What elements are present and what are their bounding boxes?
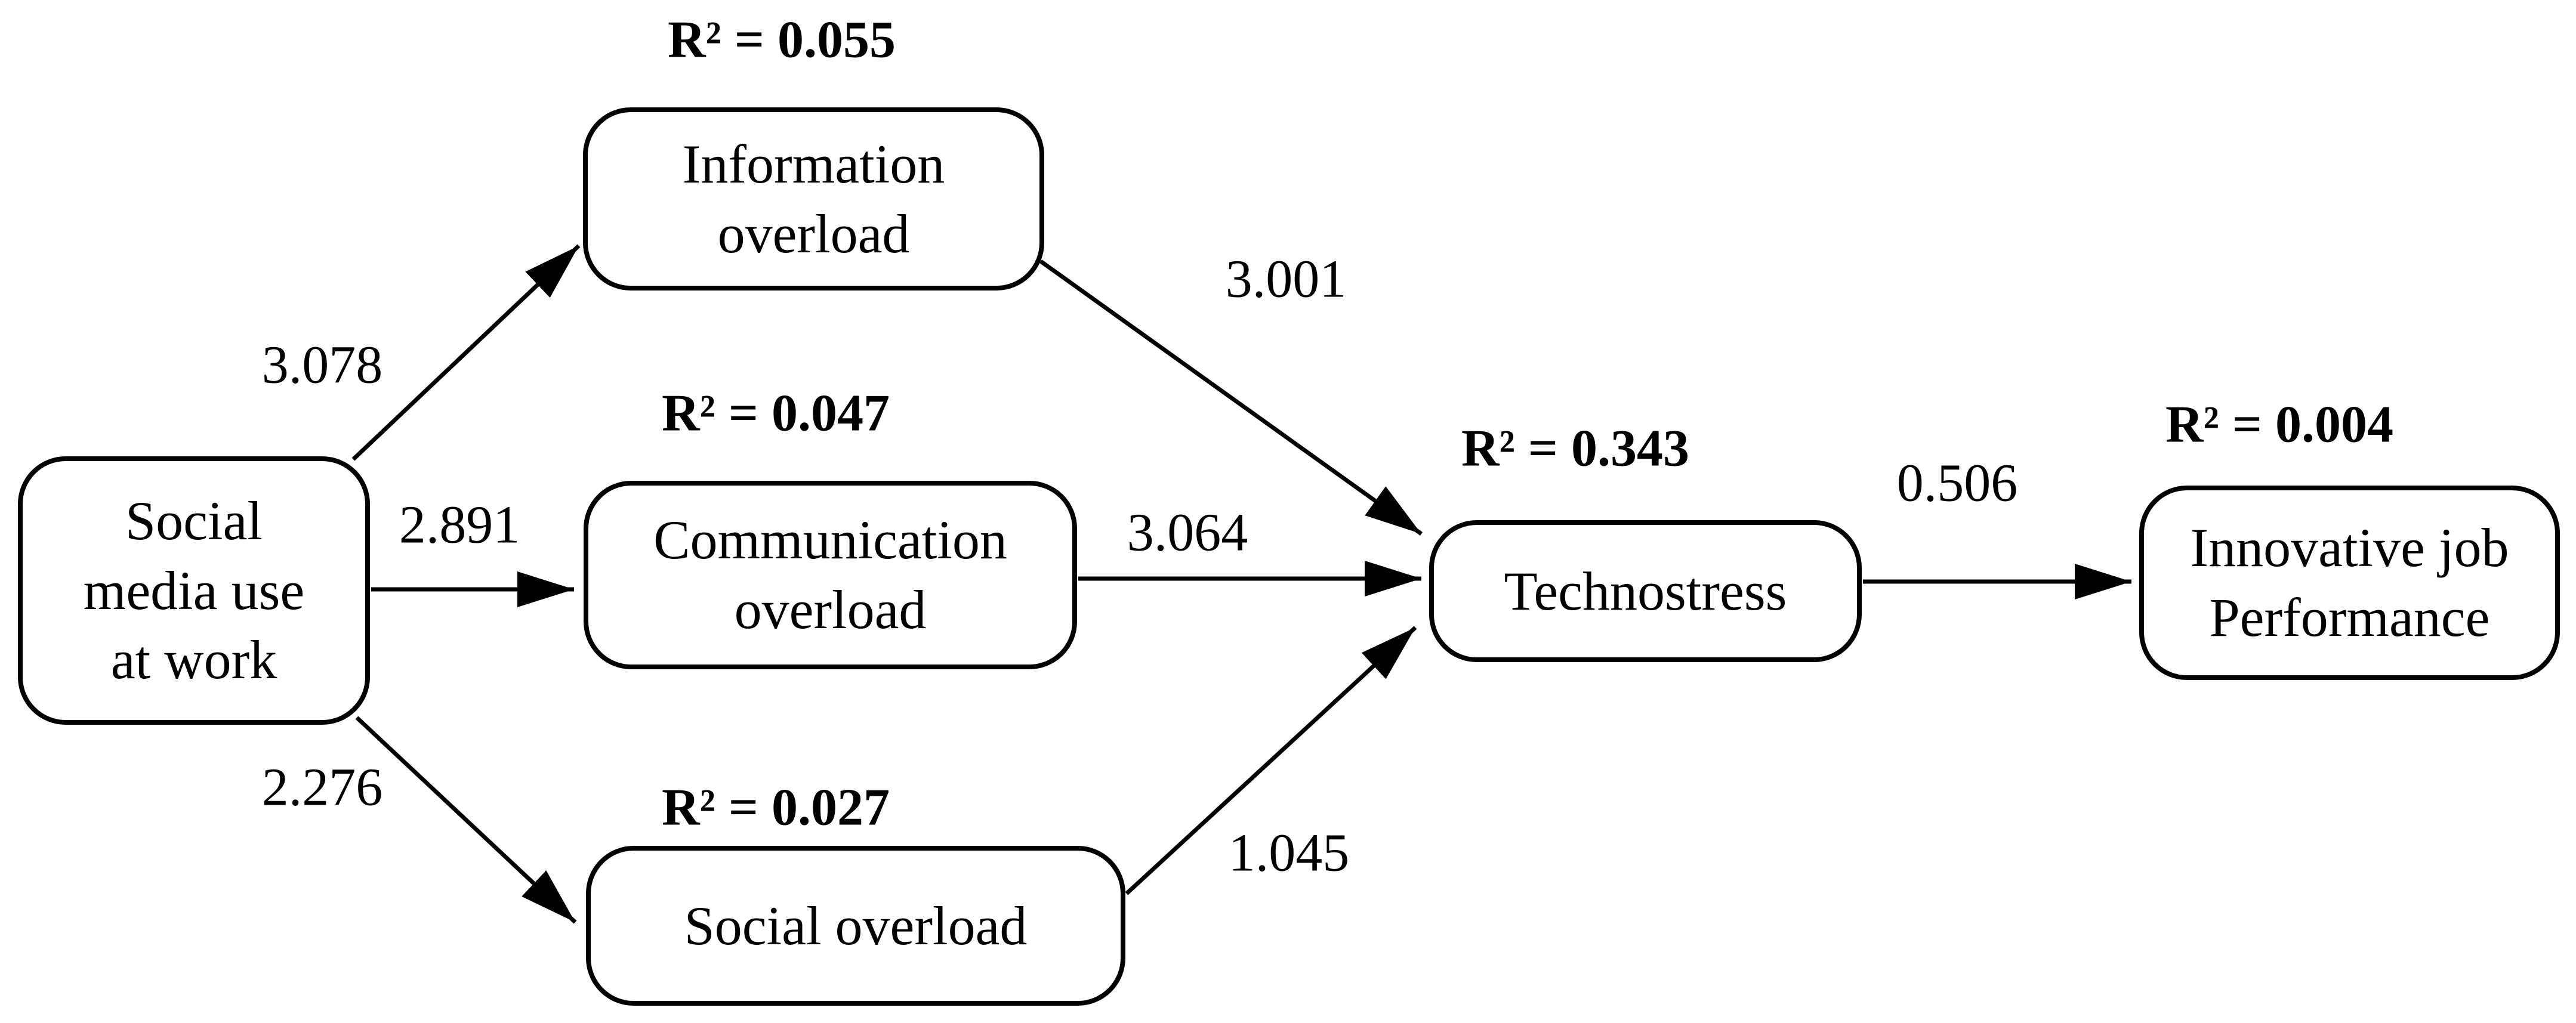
node-label: Communication overload bbox=[653, 509, 1007, 640]
node-technostress: Technostress bbox=[1429, 520, 1862, 662]
node-label: Social media use at work bbox=[83, 490, 305, 691]
node-innovative-job-performance: Innovative job Performance bbox=[2139, 486, 2560, 680]
node-social-overload: Social overload bbox=[586, 846, 1125, 1006]
arrow-smu-to-information-overload bbox=[351, 244, 581, 461]
node-label: Information overload bbox=[682, 133, 945, 264]
coef-smu-to-social-overload: 2.276 bbox=[261, 758, 383, 817]
node-label: Innovative job Performance bbox=[2190, 517, 2509, 648]
coef-smu-to-communication-overload: 2.891 bbox=[399, 495, 520, 555]
coef-information-overload-to-technostress: 3.001 bbox=[1225, 249, 1347, 309]
coef-communication-overload-to-technostress: 3.064 bbox=[1127, 503, 1248, 563]
r2-label-social-overload: R² = 0.027 bbox=[661, 778, 890, 837]
arrow-information-overload-to-technostress bbox=[1039, 259, 1423, 536]
coef-technostress-to-innovative-job-performance: 0.506 bbox=[1896, 453, 2018, 513]
node-label: Social overload bbox=[684, 895, 1028, 956]
node-communication-overload: Communication overload bbox=[584, 481, 1077, 669]
coef-smu-to-information-overload: 3.078 bbox=[261, 335, 383, 395]
coef-social-overload-to-technostress: 1.045 bbox=[1228, 823, 1350, 883]
r2-label-information-overload: R² = 0.055 bbox=[667, 11, 896, 69]
node-social-media-use-at-work: Social media use at work bbox=[18, 456, 370, 725]
arrow-social-overload-to-technostress bbox=[1125, 626, 1417, 895]
node-label: Technostress bbox=[1504, 560, 1787, 622]
r2-label-communication-overload: R² = 0.047 bbox=[661, 384, 890, 443]
arrow-smu-to-social-overload bbox=[355, 716, 577, 924]
r2-label-technostress: R² = 0.343 bbox=[1461, 419, 1690, 478]
r2-label-innovative-job-performance: R² = 0.004 bbox=[2165, 395, 2394, 454]
node-information-overload: Information overload bbox=[583, 107, 1044, 290]
